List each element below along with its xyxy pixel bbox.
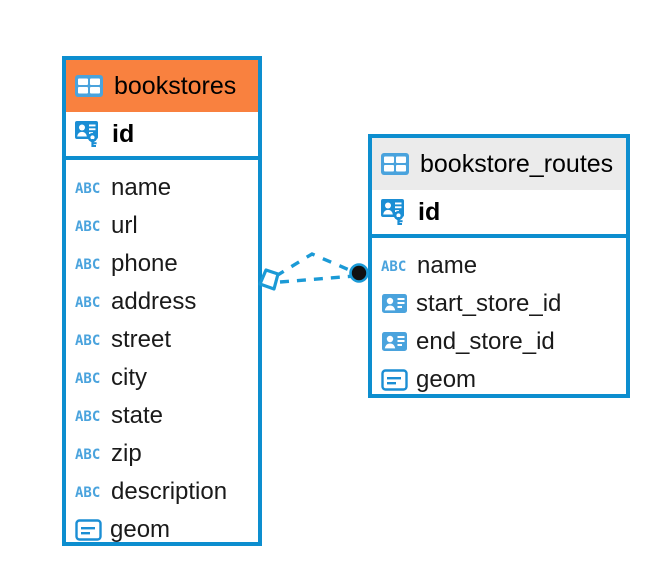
table-icon bbox=[75, 75, 103, 97]
svg-text:ABC: ABC bbox=[75, 447, 100, 462]
abc-text-icon: ABC bbox=[75, 485, 100, 500]
field-row-geom[interactable]: geom bbox=[66, 511, 258, 549]
svg-text:ABC: ABC bbox=[75, 295, 100, 310]
abc-text-icon: ABC bbox=[75, 333, 100, 348]
relationship-line-primary bbox=[279, 274, 356, 284]
geometry-icon bbox=[75, 519, 102, 541]
field-label-geom: geom bbox=[110, 516, 171, 543]
abc-text-icon: ABC bbox=[381, 259, 406, 274]
foreign-key-icon bbox=[382, 294, 407, 313]
filled-circle-marker bbox=[349, 263, 369, 283]
svg-text:ABC: ABC bbox=[75, 181, 100, 196]
field-row-end-store-id[interactable]: end_store_id bbox=[372, 323, 626, 361]
field-label-name: name bbox=[417, 252, 478, 279]
field-row-state[interactable]: ABC state bbox=[66, 397, 258, 435]
svg-text:ABC: ABC bbox=[75, 409, 100, 424]
field-row-city[interactable]: ABC city bbox=[66, 359, 258, 397]
field-row-name[interactable]: ABC name bbox=[372, 247, 626, 285]
abc-text-icon: ABC bbox=[75, 181, 100, 196]
field-row-zip[interactable]: ABC zip bbox=[66, 435, 258, 473]
field-row-id[interactable]: id bbox=[372, 190, 626, 238]
primary-key-icon bbox=[381, 199, 404, 225]
field-row-geom[interactable]: geom bbox=[372, 361, 626, 399]
abc-text-icon: ABC bbox=[75, 447, 100, 462]
field-row-url[interactable]: ABC url bbox=[66, 207, 258, 245]
field-label-city: city bbox=[111, 364, 147, 391]
field-label-start-store-id: start_store_id bbox=[416, 290, 562, 317]
abc-text-icon: ABC bbox=[75, 295, 100, 310]
entity-bookstore-routes-header[interactable]: bookstore_routes bbox=[372, 138, 626, 190]
field-row-description[interactable]: ABC description bbox=[66, 473, 258, 511]
relationship-line-secondary bbox=[275, 252, 355, 278]
field-row-street[interactable]: ABC street bbox=[66, 321, 258, 359]
abc-text-icon: ABC bbox=[75, 409, 100, 424]
field-label-name: name bbox=[111, 174, 172, 201]
field-label-street: street bbox=[111, 326, 172, 353]
svg-text:ABC: ABC bbox=[75, 485, 100, 500]
field-label-id: id bbox=[418, 197, 441, 226]
field-label-id: id bbox=[112, 119, 135, 148]
svg-text:ABC: ABC bbox=[75, 333, 100, 348]
field-label-zip: zip bbox=[111, 440, 142, 467]
svg-text:ABC: ABC bbox=[381, 259, 406, 274]
primary-key-icon bbox=[75, 121, 98, 147]
field-label-end-store-id: end_store_id bbox=[416, 328, 555, 355]
table-icon bbox=[381, 153, 409, 175]
field-label-url: url bbox=[111, 212, 138, 239]
entity-bookstores-title: bookstores bbox=[114, 71, 237, 100]
svg-text:ABC: ABC bbox=[75, 371, 100, 386]
field-row-id[interactable]: id bbox=[66, 112, 258, 160]
field-label-geom: geom bbox=[416, 366, 477, 393]
entity-bookstore-routes-field-list: ABC name start_store_id bbox=[372, 238, 626, 399]
field-label-description: description bbox=[111, 478, 228, 505]
entity-bookstore-routes[interactable]: bookstore_routes id ABC bbox=[368, 134, 630, 398]
svg-text:ABC: ABC bbox=[75, 219, 100, 234]
field-row-address[interactable]: ABC address bbox=[66, 283, 258, 321]
abc-text-icon: ABC bbox=[75, 371, 100, 386]
field-row-start-store-id[interactable]: start_store_id bbox=[372, 285, 626, 323]
relationship-connector[interactable] bbox=[250, 240, 380, 320]
geometry-icon bbox=[381, 369, 408, 391]
field-label-phone: phone bbox=[111, 250, 178, 277]
entity-bookstores-header[interactable]: bookstores bbox=[66, 60, 258, 112]
field-label-address: address bbox=[111, 288, 197, 315]
field-row-name[interactable]: ABC name bbox=[66, 169, 258, 207]
field-label-state: state bbox=[111, 402, 164, 429]
entity-bookstores[interactable]: bookstores id ABC bbox=[62, 56, 262, 546]
abc-text-icon: ABC bbox=[75, 219, 100, 234]
svg-text:ABC: ABC bbox=[75, 257, 100, 272]
foreign-key-icon bbox=[382, 332, 407, 351]
diamond-marker bbox=[258, 268, 280, 291]
entity-bookstores-field-list: ABC name ABC url ABC phone ABC bbox=[66, 160, 258, 549]
field-row-phone[interactable]: ABC phone bbox=[66, 245, 258, 283]
entity-bookstore-routes-title: bookstore_routes bbox=[420, 149, 614, 178]
abc-text-icon: ABC bbox=[75, 257, 100, 272]
